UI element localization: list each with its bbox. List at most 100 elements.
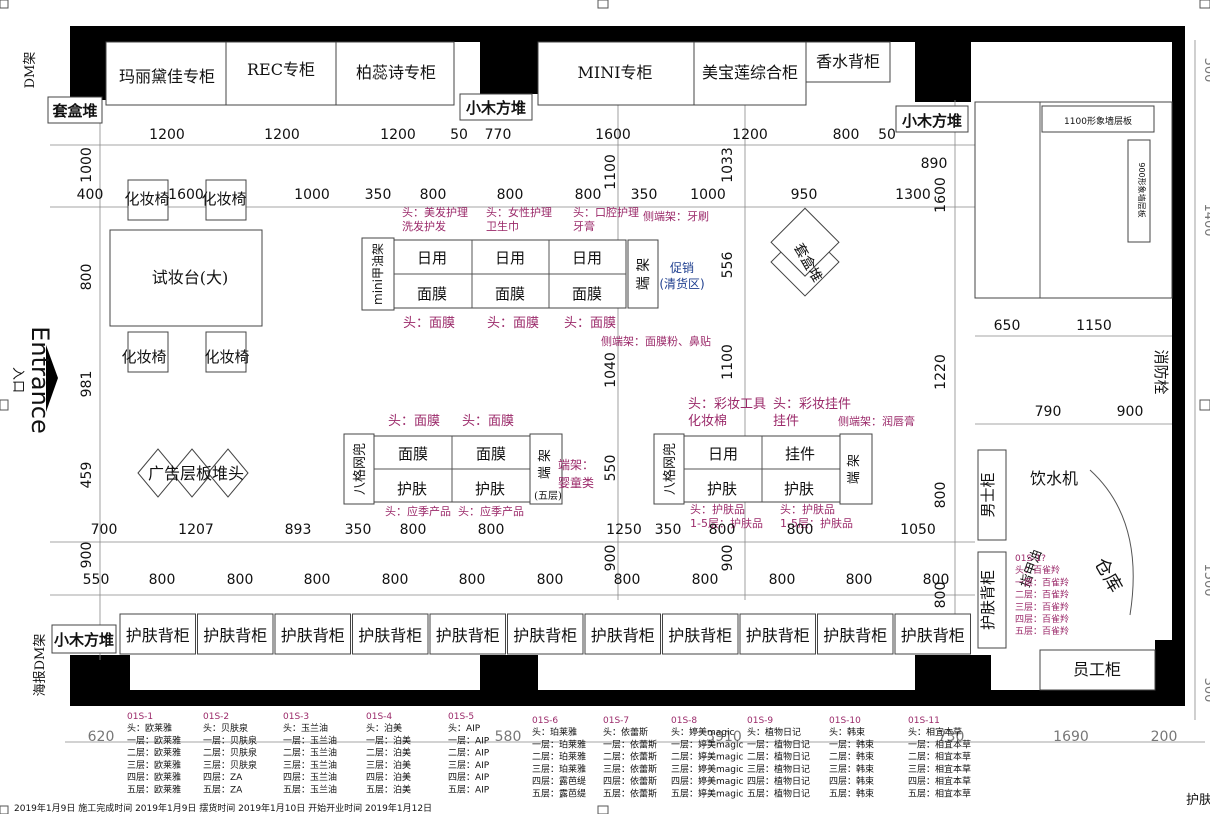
- dim-label: 800: [382, 572, 409, 588]
- image-wall-shelf-label: 900形象墙层板: [1137, 162, 1147, 217]
- gondola-2-heads: 头：面膜 头：面膜 头：应季产品 头：应季产品 端架： 婴童类: [385, 414, 594, 518]
- list-item: 二层：植物日记: [747, 751, 810, 763]
- skin-back-cabinet: [584, 613, 661, 655]
- list-item: 五层：ZA: [203, 785, 243, 796]
- list-item: 头：珀莱雅: [532, 726, 577, 738]
- dim-label: 580: [495, 729, 522, 745]
- dim-label: 1600: [933, 177, 949, 213]
- shelf-label: 面膜: [495, 285, 525, 303]
- dim-label: 459: [79, 462, 95, 489]
- dim-label: 800: [537, 572, 564, 588]
- dim-label: 1690: [1053, 729, 1089, 745]
- entrance-arrow-icon: [46, 345, 58, 412]
- dim-label: 800: [400, 522, 427, 538]
- chair-label: 化妆椅: [201, 190, 246, 208]
- end-rack-label: 端 架: [636, 258, 652, 290]
- skin-back-cabinet: [662, 613, 739, 655]
- dim-label: 800: [692, 572, 719, 588]
- shelf-label: 护肤: [784, 480, 814, 498]
- dim-label: 1200: [149, 127, 185, 143]
- skin-back-cabinet: [352, 613, 429, 655]
- end-rack: [839, 433, 873, 505]
- skin-back-cabinet: [817, 613, 894, 655]
- stack-box: [459, 93, 533, 121]
- list-id: 01S-8: [671, 716, 697, 726]
- list-item: 三层：珀莱雅: [532, 763, 586, 775]
- shelf-label: 面膜: [398, 445, 428, 463]
- counter-perfume: [805, 41, 891, 83]
- mesh-rack-label: 八格网兜: [352, 443, 368, 495]
- list-item: 三层：AIP: [448, 760, 490, 771]
- promo-label: 促销: [670, 261, 694, 275]
- side-label: 侧端架：润唇膏: [838, 414, 915, 428]
- dim-label: 1033: [720, 147, 736, 183]
- list-item: 头：植物日记: [747, 726, 801, 738]
- list-item: 五层：AIP: [448, 785, 490, 796]
- left-vert-dims: 1000 800 981 459 900: [79, 147, 95, 568]
- counter-marie-dalgar: [105, 41, 227, 106]
- counter-maybelline: [693, 41, 807, 106]
- list-item: 一层：婷美magic: [671, 738, 743, 750]
- dim-label: 350: [655, 522, 682, 538]
- list-item: 一层：依蕾斯: [603, 738, 657, 750]
- bottom-dims: 620 580 3910 730 1690 200: [88, 729, 1178, 745]
- dim-label: 1600: [595, 127, 631, 143]
- makeup-area: 试妆台(大) 化妆椅 化妆椅 化妆椅 化妆椅: [109, 179, 263, 373]
- gondola-3-heads: 头：彩妆工具 化妆棉 头：彩妆挂件 挂件 侧端架：润唇膏 头：护肤品 1-5层：…: [688, 397, 915, 530]
- shelf-label: 护肤: [707, 480, 737, 498]
- nail-rack: [361, 237, 395, 311]
- dim-label: 800: [304, 572, 331, 588]
- dim-label: 1000: [690, 187, 726, 203]
- head-label: 头：彩妆工具: [688, 397, 766, 412]
- top-counters: 玛丽黛佳专柜 REC专柜 柏蕊诗专柜 MINI专柜 美宝莲综合柜 香水背柜: [105, 41, 891, 106]
- stacks: 套盒堆 小木方堆 小木方堆 小木方堆 DM架 海报DM架 套盒堆: [23, 52, 969, 696]
- list-item: 四层：玉兰油: [283, 771, 337, 783]
- skin-back-cabinet: [197, 613, 274, 655]
- list-item: 五层：依蕾斯: [603, 788, 657, 800]
- list-item: 一层：百雀羚: [1015, 576, 1069, 588]
- end-rack-label: 端 架: [847, 454, 862, 484]
- dim-label: 1050: [900, 522, 936, 538]
- cabinet-label: 护肤背柜: [823, 626, 887, 645]
- list-item: 四层：欧莱雅: [127, 771, 181, 783]
- planogram-lists: 01S-1头：欧莱雅一层：欧莱雅二层：欧莱雅三层：欧莱雅四层：欧莱雅五层：欧莱雅…: [127, 712, 971, 800]
- dim-label: 1600: [168, 187, 204, 203]
- list-item: 五层：韩束: [829, 788, 874, 800]
- list-item: 一层：贝肤泉: [203, 734, 257, 746]
- dim-label: 800: [769, 572, 796, 588]
- shelf-label: 日用: [495, 249, 525, 267]
- list-item: 头：欧莱雅: [127, 722, 172, 734]
- shelf-label: 日用: [572, 249, 602, 267]
- stack-box: [47, 96, 103, 124]
- list-id: 01S-3: [283, 712, 309, 722]
- image-wall-shelf-v: [1127, 139, 1151, 243]
- counter-label: 玛丽黛佳专柜: [119, 67, 215, 86]
- end-rack-label: 端 架: [538, 449, 553, 479]
- head-label: 卫生巾: [486, 219, 519, 233]
- chair-label: 化妆椅: [121, 348, 166, 366]
- chair-label: 化妆椅: [204, 348, 249, 366]
- dim-label: 890: [921, 156, 948, 172]
- gondola-1: mini甲油架 日用 日用 日用 面膜 面膜 面膜 端 架 促销 (清货区): [361, 237, 705, 311]
- dim-label: 800: [149, 572, 176, 588]
- dim-label: 1200: [264, 127, 300, 143]
- dim-label: 3910: [706, 729, 742, 745]
- list-item: 二层：珀莱雅: [532, 751, 586, 763]
- list-item: 二层：玉兰油: [283, 747, 337, 759]
- list-item: 二层：泊美: [366, 747, 411, 759]
- list-item: 二层：百雀羚: [1015, 589, 1069, 601]
- counter-mini: [537, 41, 695, 106]
- dim-label: 950: [791, 187, 818, 203]
- dim-label: 300: [1201, 678, 1210, 703]
- list-item: 01S-1?: [1015, 554, 1046, 564]
- head-label: 头：面膜: [487, 316, 539, 331]
- list-item: 三层：欧莱雅: [127, 759, 181, 771]
- shelf-label: 护肤: [397, 480, 427, 498]
- side-label: 侧端架：面膜粉、鼻贴: [601, 334, 711, 348]
- head-label: 头：口腔护理: [573, 205, 639, 219]
- dim-label: 1200: [732, 127, 768, 143]
- shelf-label: 面膜: [572, 285, 602, 303]
- row4-dims: 550 800 800 800 800 800 800 800 800 800 …: [83, 572, 950, 588]
- cabinet-label: 护肤背柜: [746, 626, 810, 645]
